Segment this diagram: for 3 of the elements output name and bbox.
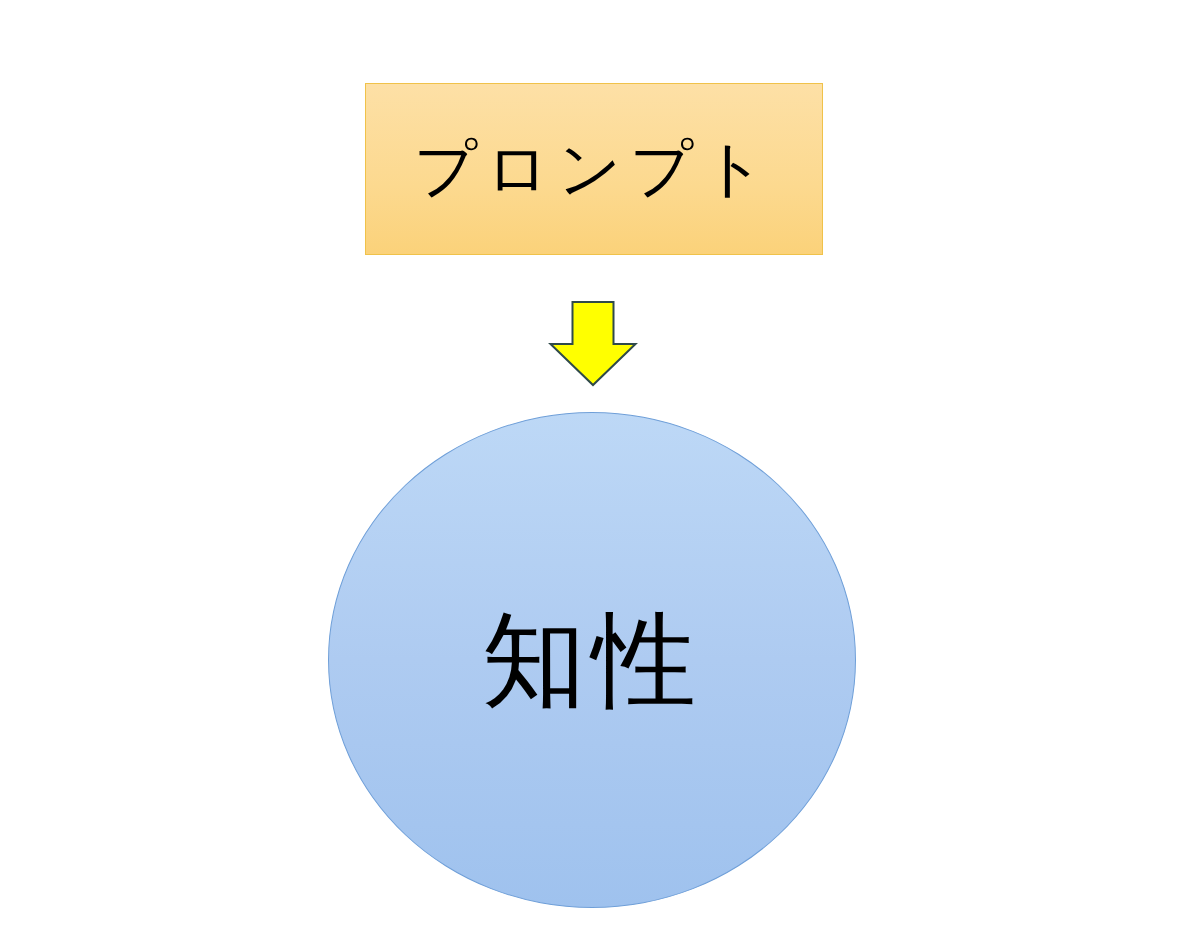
block-arrow xyxy=(548,301,638,387)
circle-node: 知性 xyxy=(328,412,856,908)
process-box: プロンプト xyxy=(365,83,823,255)
